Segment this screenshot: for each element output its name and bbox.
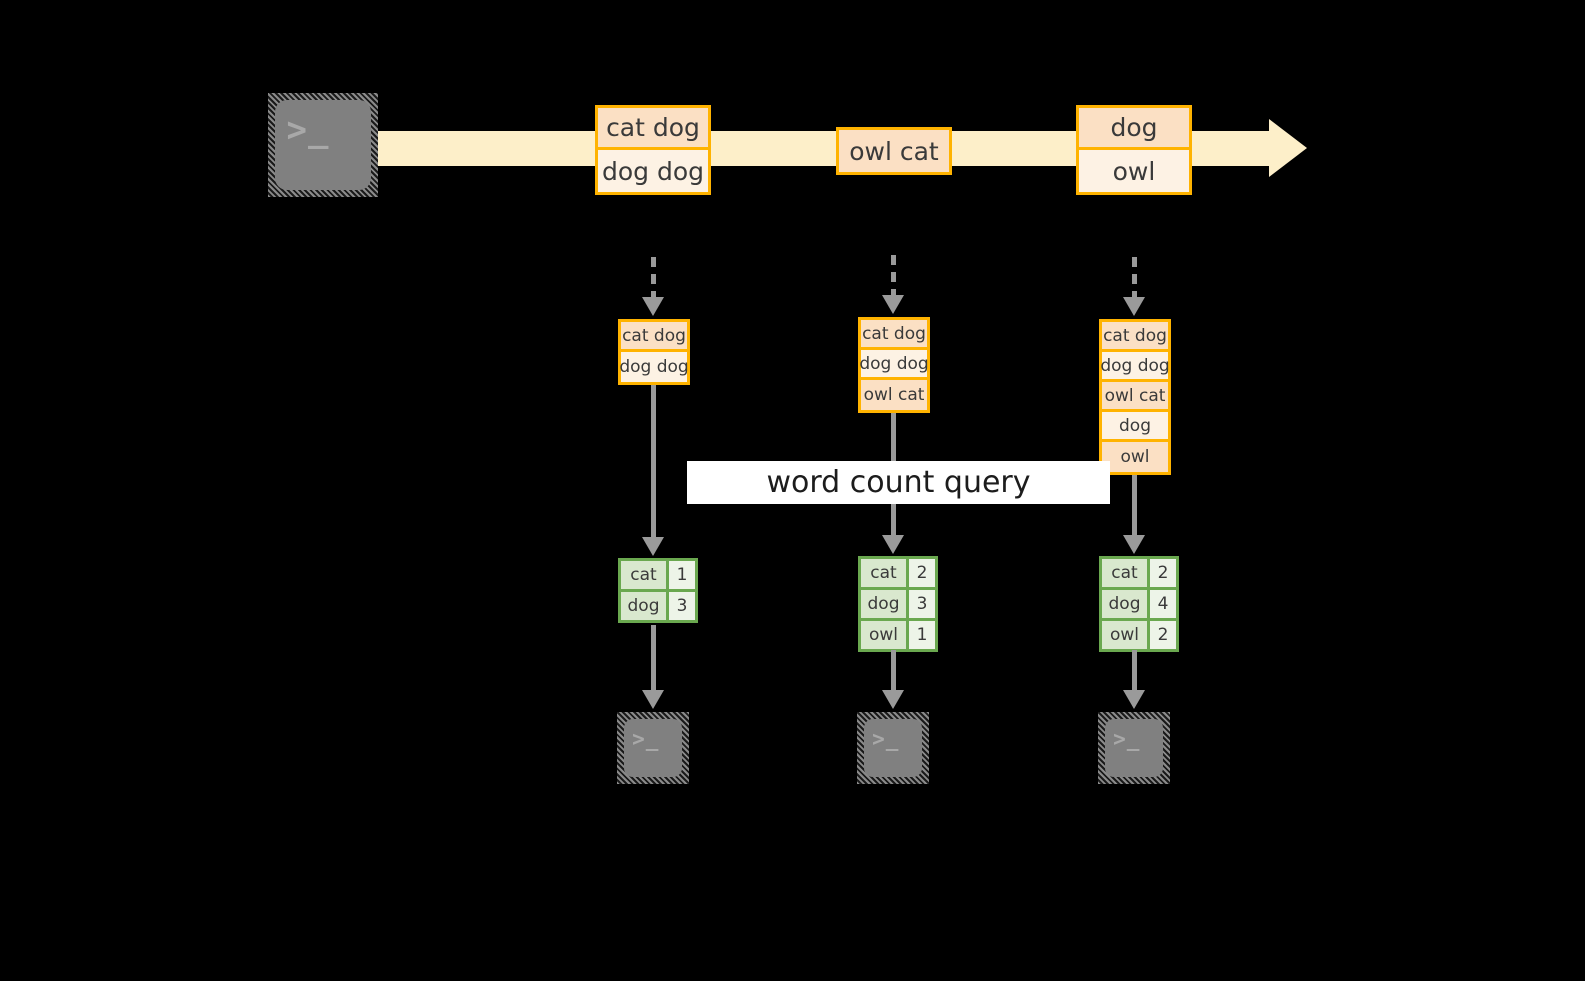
log-line: cat dog	[621, 322, 687, 352]
table-row: cat 2	[861, 559, 935, 590]
terminal-screen: >_	[275, 100, 371, 190]
event-line: owl	[1079, 150, 1189, 192]
table-row: dog 3	[621, 592, 695, 620]
result-count: 2	[1150, 559, 1176, 587]
snapshot-2-sink-arrowhead	[882, 690, 904, 709]
table-row: dog 3	[861, 590, 935, 621]
snapshot-1-sink-terminal-icon[interactable]: >_	[617, 712, 689, 784]
snapshot-3-sink-terminal-icon[interactable]: >_	[1098, 712, 1170, 784]
log-line: owl cat	[1102, 382, 1168, 412]
stream-event-1: cat dog dog dog	[595, 105, 711, 195]
snapshot-3-dashed-connector	[1132, 257, 1137, 301]
terminal-screen: >_	[624, 719, 682, 777]
table-row: cat 2	[1102, 559, 1176, 590]
result-word: cat	[861, 559, 909, 587]
table-row: dog 4	[1102, 590, 1176, 621]
log-line: dog dog	[859, 350, 929, 380]
terminal-prompt-glyph: >_	[632, 727, 660, 752]
snapshot-1-query-arrowhead	[642, 537, 664, 556]
snapshot-2-query-arrowhead	[882, 535, 904, 554]
terminal-prompt-glyph: >_	[872, 727, 900, 752]
result-word: dog	[861, 590, 909, 618]
result-word: owl	[861, 621, 909, 649]
event-stream-arrowhead	[1269, 119, 1307, 177]
log-line: dog dog	[619, 352, 689, 382]
snapshot-3-query-connector	[1132, 475, 1137, 539]
result-count: 2	[909, 559, 935, 587]
result-count: 3	[669, 592, 695, 620]
snapshot-3-sink-connector	[1132, 650, 1137, 694]
result-count: 1	[909, 621, 935, 649]
table-row: owl 2	[1102, 621, 1176, 649]
snapshot-2-sink-terminal-icon[interactable]: >_	[857, 712, 929, 784]
log-line: cat dog	[861, 320, 927, 350]
result-word: dog	[1102, 590, 1150, 618]
snapshot-3-result-table: cat 2 dog 4 owl 2	[1099, 556, 1179, 652]
terminal-screen: >_	[864, 719, 922, 777]
result-word: cat	[621, 561, 669, 589]
event-line: dog dog	[598, 150, 708, 192]
terminal-prompt-glyph: >_	[1113, 727, 1141, 752]
event-line: cat dog	[598, 108, 708, 150]
terminal-screen: >_	[1105, 719, 1163, 777]
event-line: dog	[1079, 108, 1189, 150]
stream-event-3: dog owl	[1076, 105, 1192, 195]
terminal-prompt-glyph: >_	[286, 109, 330, 150]
result-word: owl	[1102, 621, 1150, 649]
snapshot-2-dashed-connector	[891, 255, 896, 299]
snapshot-2-sink-connector	[891, 650, 896, 694]
log-line: dog	[1102, 412, 1168, 442]
snapshot-3-log-box: cat dog dog dog owl cat dog owl	[1099, 319, 1171, 475]
log-line: owl cat	[861, 380, 927, 410]
table-row: cat 1	[621, 561, 695, 592]
snapshot-1-log-box: cat dog dog dog	[618, 319, 690, 385]
snapshot-3-query-arrowhead	[1123, 535, 1145, 554]
log-line: dog dog	[1100, 352, 1170, 382]
snapshot-3-sink-arrowhead	[1123, 690, 1145, 709]
result-word: dog	[621, 592, 669, 620]
stream-event-2: owl cat	[836, 127, 952, 175]
snapshot-1-result-table: cat 1 dog 3	[618, 558, 698, 623]
snapshot-2-log-box: cat dog dog dog owl cat	[858, 317, 930, 413]
snapshot-1-dashed-arrowhead	[642, 297, 664, 316]
snapshot-2-dashed-arrowhead	[882, 295, 904, 314]
result-count: 2	[1150, 621, 1176, 649]
query-label: word count query	[766, 465, 1031, 500]
result-count: 3	[909, 590, 935, 618]
snapshot-1-query-connector	[651, 385, 656, 541]
log-line: cat dog	[1102, 322, 1168, 352]
snapshot-1-dashed-connector	[651, 257, 656, 301]
table-row: owl 1	[861, 621, 935, 649]
snapshot-3-dashed-arrowhead	[1123, 297, 1145, 316]
log-line: owl	[1102, 442, 1168, 472]
source-terminal-icon[interactable]: >_	[268, 93, 378, 197]
query-label-background	[687, 461, 1110, 504]
result-word: cat	[1102, 559, 1150, 587]
snapshot-2-result-table: cat 2 dog 3 owl 1	[858, 556, 938, 652]
result-count: 1	[669, 561, 695, 589]
event-line: owl cat	[839, 130, 949, 172]
snapshot-1-sink-connector	[651, 625, 656, 693]
snapshot-1-sink-arrowhead	[642, 690, 664, 709]
result-count: 4	[1150, 590, 1176, 618]
